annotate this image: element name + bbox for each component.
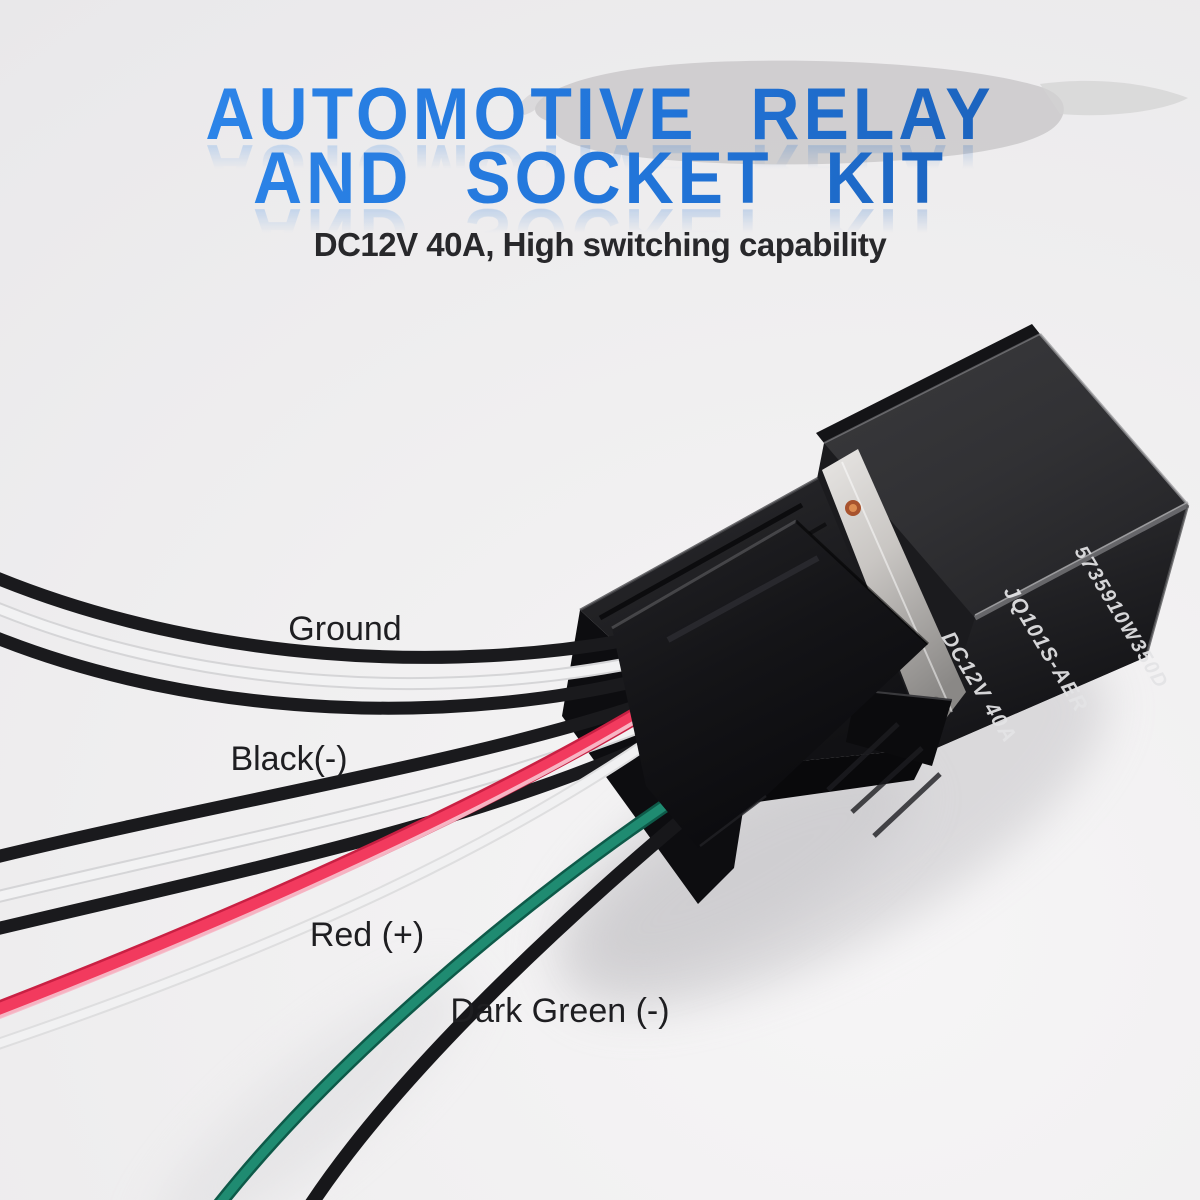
socket-block-top-edge xyxy=(611,519,797,630)
brush-stroke-fleck xyxy=(520,89,548,115)
wire-white-under-red xyxy=(0,726,670,1048)
socket-block-right-edge xyxy=(794,519,930,646)
relay-top-bevel xyxy=(816,324,1040,443)
relay-right-edge xyxy=(1144,504,1190,658)
label-red-positive: Red (+) xyxy=(310,916,424,954)
brush-stroke-main xyxy=(535,60,1064,165)
shadow-small xyxy=(585,765,915,975)
socket-block-slot xyxy=(666,555,820,643)
label-ground: Ground xyxy=(288,610,401,648)
brush-stroke-tail xyxy=(1040,80,1188,116)
socket-groove-1 xyxy=(598,502,804,621)
socket-block-lower-edge xyxy=(699,795,767,847)
brush-stroke xyxy=(520,60,1188,165)
subtitle: DC12V 40A, High switching capability xyxy=(313,226,887,263)
wire-ground-black-top xyxy=(0,572,655,664)
wire-labels: Ground Black(-) Red (+) Dark Green (-) xyxy=(230,610,669,1030)
socket-block-overlay xyxy=(612,521,928,848)
wire-ground-black-bottom xyxy=(0,632,671,715)
relay-chamfer xyxy=(973,502,1190,621)
socket-ridges xyxy=(826,722,942,838)
wire-dark-green-black-partner xyxy=(305,791,715,1200)
label-black-negative: Black(-) xyxy=(230,740,347,778)
relay-edge-highlight-right xyxy=(1039,333,1189,506)
relay-text-face xyxy=(932,505,1188,750)
page-title-line2: AND SOCKET KIT xyxy=(0,141,1200,214)
socket-front-overlay xyxy=(611,519,930,848)
copper-rivet-core xyxy=(849,504,857,512)
relay-metal-flange xyxy=(822,449,966,742)
socket-top-edge xyxy=(579,476,819,612)
flange-highlight xyxy=(841,461,953,713)
header: AUTOMOTIVE RELAY AND SOCKET KIT DC12V 40… xyxy=(0,77,1200,264)
page-title-line1: AUTOMOTIVE RELAY xyxy=(0,77,1200,150)
wire-red-positive xyxy=(0,688,678,1016)
wire-ground-white xyxy=(0,604,661,689)
wire-harness xyxy=(0,572,715,1200)
wire-black-negative-1 xyxy=(0,697,651,863)
wire-dark-green xyxy=(217,781,699,1200)
relay-edge-highlight-left xyxy=(823,333,1041,444)
wire-red-pink-stripe xyxy=(0,698,673,1020)
relay-top-face xyxy=(824,334,1188,618)
label-dark-green-negative: Dark Green (-) xyxy=(450,992,669,1030)
relay-chamfer-highlight xyxy=(974,501,1189,616)
wire-black-negative-2 xyxy=(0,733,665,935)
